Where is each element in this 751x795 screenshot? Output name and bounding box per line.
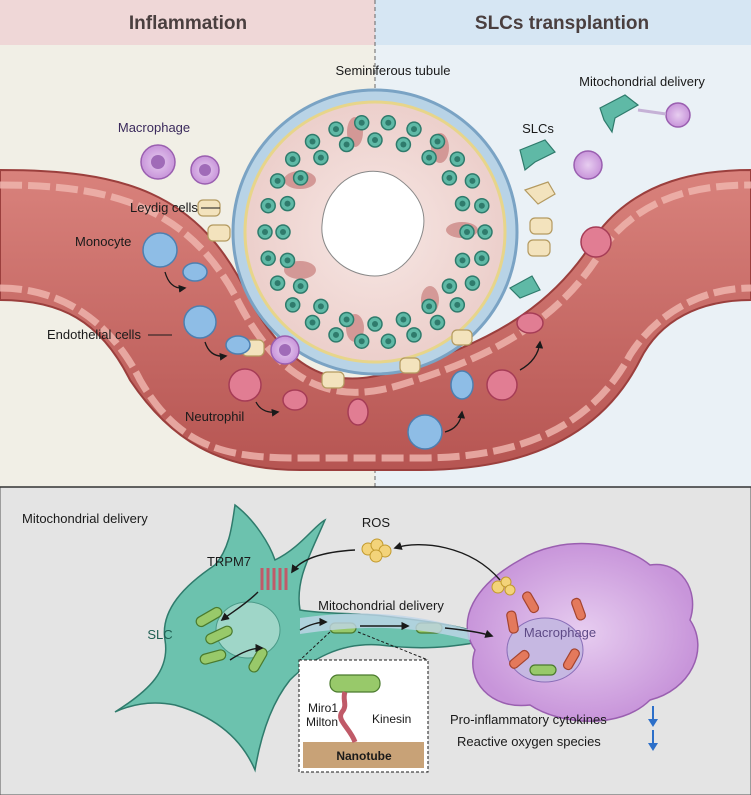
germ-cell-nucleus <box>446 283 453 290</box>
label-endothelial-cells: Endothelial cells <box>47 327 141 342</box>
macrophage-cell <box>466 542 699 722</box>
germ-cell-nucleus <box>478 255 485 262</box>
migration-arrows <box>164 271 544 433</box>
ros-cluster <box>361 538 392 563</box>
nanotube-tunnel <box>300 613 470 640</box>
germ-cell-nucleus <box>372 137 378 143</box>
germ-cell-nucleus <box>385 119 392 126</box>
germ-cell-nucleus <box>454 156 461 163</box>
germ-cell-nucleus <box>358 338 365 345</box>
inset-mitochondrion <box>329 674 381 693</box>
germ-cell-nucleus <box>297 174 304 181</box>
label-mitochondrial-delivery-bottom: Mitochondrial delivery <box>318 598 444 613</box>
germ-cell-nucleus <box>459 257 466 264</box>
germ-cell-nucleus <box>459 200 466 207</box>
germ-cell-nucleus <box>309 138 316 145</box>
bottom-panel-title: Mitochondrial delivery <box>22 511 148 526</box>
germ-cell-nucleus <box>333 126 339 133</box>
macrophage-cluster-left <box>140 144 300 365</box>
germ-cell-nucleus <box>446 174 453 181</box>
germ-cell-nucleus <box>358 119 365 126</box>
down-arrow-icon <box>648 730 658 751</box>
germ-cell-nucleus <box>482 229 488 235</box>
germ-cell-nucleus <box>426 154 433 161</box>
nanotube-base <box>303 742 424 768</box>
germ-cell-nucleus <box>434 138 441 145</box>
germ-cell-nucleus <box>262 229 268 235</box>
monocytes <box>142 232 474 450</box>
label-mitochondrial-delivery-top: Mitochondrial delivery <box>579 74 705 89</box>
germ-cell-nucleus <box>265 255 272 262</box>
trpm7-channel <box>260 568 288 590</box>
header-right-band <box>375 0 751 45</box>
outcome-cytokines: Pro-inflammatory cytokines <box>450 712 607 727</box>
label-ros: ROS <box>362 515 391 530</box>
germ-cell-nucleus <box>411 331 417 338</box>
germ-cell-nucleus <box>280 229 286 235</box>
label-slcs: SLCs <box>522 121 554 136</box>
germ-cell-nucleus <box>454 301 461 308</box>
germ-cell-nucleus <box>317 154 324 161</box>
germ-cell-nucleus <box>469 177 476 184</box>
label-macrophage-bottom: Macrophage <box>524 625 596 640</box>
germ-cell-nucleus <box>274 280 281 287</box>
label-nanotube: Nanotube <box>336 749 392 763</box>
germ-cell-nucleus <box>478 202 485 209</box>
germ-cell-nucleus <box>333 331 339 338</box>
ros-in-macrophage <box>491 576 516 596</box>
germ-cell-nucleus <box>284 257 291 264</box>
germ-cell-nucleus <box>343 141 350 148</box>
label-neutrophil: Neutrophil <box>185 409 244 424</box>
germ-cell-nucleus <box>385 338 392 345</box>
germ-cell-nucleus <box>372 321 378 327</box>
germ-cell-nucleus <box>274 177 281 184</box>
neutrophils <box>228 226 612 426</box>
blood-vessel <box>0 168 751 471</box>
label-miro1: Miro1 <box>308 701 338 715</box>
label-milton: Milton <box>306 715 338 729</box>
leydig-cells-right <box>399 181 556 374</box>
germ-cell-nucleus <box>400 316 407 323</box>
macrophage-cluster-right <box>573 102 691 180</box>
header-left-band <box>0 0 375 45</box>
seminiferous-tubule <box>231 88 519 376</box>
label-monocyte: Monocyte <box>75 234 131 249</box>
label-kinesin: Kinesin <box>372 712 411 726</box>
header-left-title: Inflammation <box>129 13 247 34</box>
down-arrow-icon <box>648 706 658 727</box>
label-macrophage-top: Macrophage <box>118 120 190 135</box>
germ-cell-nucleus <box>426 303 433 310</box>
label-trpm7: TRPM7 <box>207 554 251 569</box>
header-right-title: SLCs transplantion <box>475 13 649 34</box>
kinesin-motor <box>338 691 358 743</box>
label-slc: SLC <box>147 627 172 642</box>
germ-cell-nucleus <box>289 156 296 163</box>
germ-cell-nucleus <box>434 319 441 326</box>
zoom-inset <box>298 631 429 773</box>
germ-cell-nucleus <box>309 319 316 326</box>
label-seminiferous-tubule: Seminiferous tubule <box>336 63 451 78</box>
germ-cell-nucleus <box>265 202 272 209</box>
outcome-ros: Reactive oxygen species <box>457 734 601 749</box>
germ-cell-nucleus <box>464 229 470 235</box>
germ-cell-nucleus <box>400 141 407 148</box>
slcs-right <box>509 94 640 299</box>
germ-cell-nucleus <box>297 283 304 290</box>
germ-cell-nucleus <box>469 280 476 287</box>
germ-cell-nucleus <box>317 303 324 310</box>
germ-cell-nucleus <box>284 200 291 207</box>
germ-cell-nucleus <box>343 316 350 323</box>
label-leydig-cells: Leydig cells <box>130 200 198 215</box>
germ-cell-nucleus <box>411 126 417 133</box>
germ-cell-nucleus <box>289 301 296 308</box>
bottom-arrows <box>220 541 501 661</box>
